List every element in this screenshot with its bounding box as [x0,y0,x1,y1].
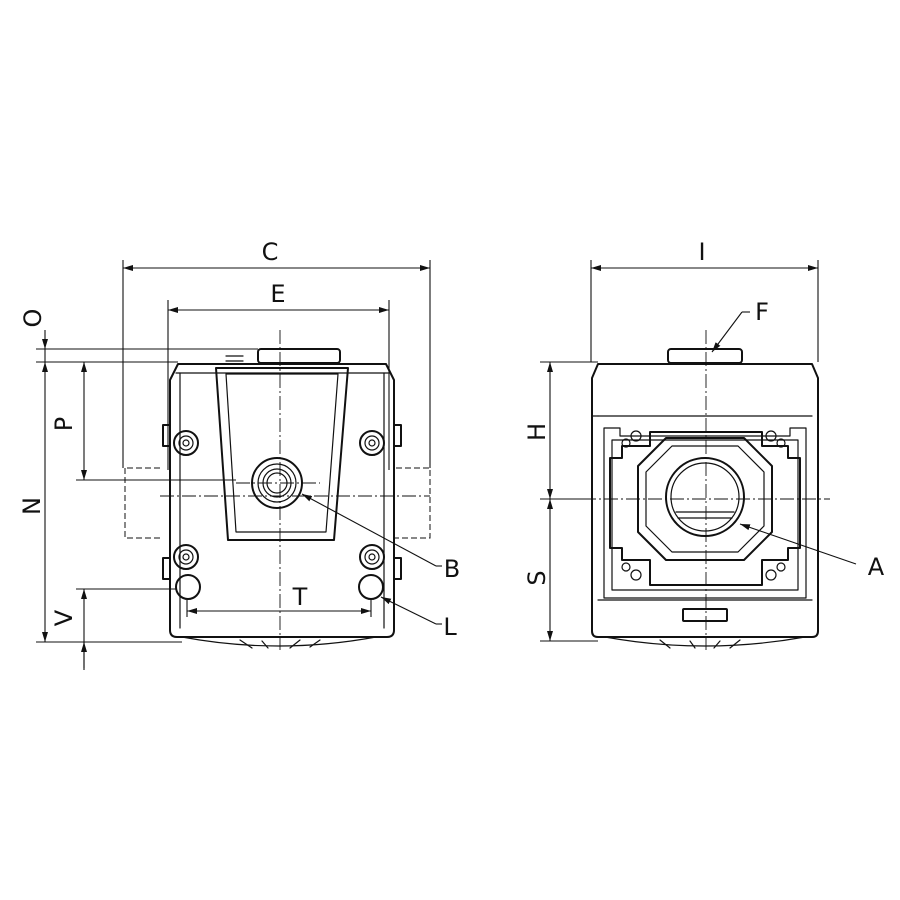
label-o: O [19,309,47,328]
label-b: B [444,555,460,583]
front-left-lug-bottom [162,557,171,580]
label-i: I [698,238,705,266]
label-v: V [50,609,78,626]
label-l: L [443,613,457,641]
front-view [124,330,431,650]
side-view [560,330,830,650]
front-dimensions [36,260,442,670]
front-center-panel [215,367,349,541]
side-bottom-tab [682,608,728,622]
side-octagon-outer [637,437,773,561]
front-right-lug-top [393,424,402,447]
mounting-holes-l [175,574,384,600]
label-e: E [270,280,285,308]
port-a-outer [665,457,745,537]
side-screws [621,430,786,581]
label-n: N [18,497,46,515]
dimension-labels: C E O P N V T B L I F H S A [18,238,885,641]
side-inner-frame [603,427,807,599]
label-c: C [262,238,279,266]
front-screws [173,430,385,570]
front-right-lug-bottom [393,557,402,580]
side-stepped-plate [609,431,801,586]
label-s: S [523,570,551,585]
label-p: P [50,417,78,431]
front-hidden-outline [124,467,431,539]
label-t: T [292,583,308,611]
front-top-cap [257,348,341,364]
side-body-outline [591,363,819,638]
label-h: H [523,423,551,441]
front-bottom-bowl [181,636,377,647]
side-top-cap [667,348,743,364]
front-left-lug-top [162,424,171,447]
front-body-outline [169,363,395,638]
label-f: F [755,298,769,326]
label-a: A [868,553,885,581]
side-dimensions [540,260,857,642]
